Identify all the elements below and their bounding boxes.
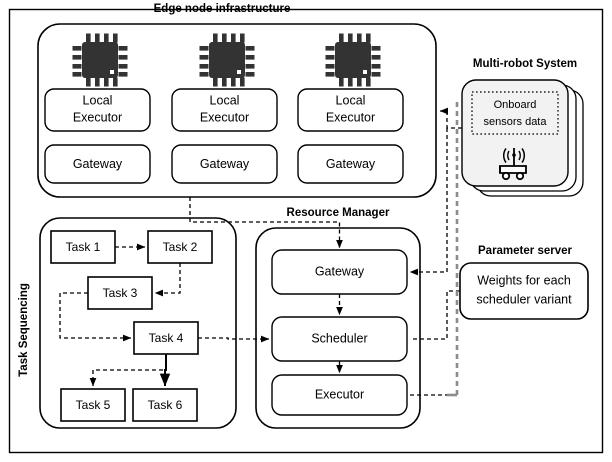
task-sequencing-title: Task Sequencing [18, 283, 30, 377]
task-6-box[interactable] [132, 388, 198, 422]
task-4-label: Task 4 [149, 331, 184, 345]
chip-icon [325, 33, 381, 87]
robot-to-edge [439, 107, 462, 129]
task4-to-task5 [89, 369, 163, 387]
local-executor-label-1: Local [83, 93, 113, 107]
local-executor-box-3[interactable] [297, 88, 404, 132]
task-5-box[interactable] [60, 388, 126, 422]
parameter-server-box[interactable] [459, 262, 589, 320]
parameter-server-label-2: scheduler variant [476, 292, 572, 306]
task-2-label: Task 2 [163, 240, 198, 254]
local-executor-label-2b: Executor [200, 110, 249, 124]
edge-to-rm-gateway [189, 197, 343, 249]
gateway-label-1: Gateway [73, 157, 123, 171]
task3-to-task4 [59, 292, 132, 342]
task4-to-task6 [159, 354, 171, 387]
robot-panel-title: Multi-robot System [473, 58, 577, 70]
rm-executor-label: Executor [315, 387, 364, 401]
local-executor-label-1b: Executor [73, 110, 122, 124]
param-server-to-scheduler [410, 290, 460, 340]
chip-icon [199, 33, 255, 87]
task-3-box[interactable] [87, 276, 153, 310]
robot-card-front[interactable] [461, 79, 569, 187]
rm-executor-box[interactable] [271, 374, 408, 416]
edge-panel-title: Edge node infrastructure [154, 3, 291, 15]
local-executor-label-3: Local [336, 93, 366, 107]
rm-scheduler-label: Scheduler [311, 331, 367, 345]
gateway-label-3: Gateway [326, 157, 376, 171]
task-3-label: Task 3 [103, 286, 138, 300]
task-2-box[interactable] [147, 230, 213, 264]
task-1-label: Task 1 [66, 240, 101, 254]
edge-node-3: Local Executor Gateway [297, 33, 404, 184]
gateway-box-1[interactable] [44, 144, 151, 184]
rm-gateway-label: Gateway [315, 264, 365, 278]
robot-card-stack: Onboard sensors data [461, 79, 584, 197]
local-executor-label-2: Local [210, 93, 240, 107]
resource-manager-title: Resource Manager [287, 207, 390, 219]
task2-to-task3 [154, 263, 181, 297]
edge-node-1: Local Executor Gateway [44, 33, 151, 184]
param-panel-title: Parameter server [478, 245, 573, 257]
rm-gateway-to-robot-bus [409, 128, 448, 276]
local-executor-box-1[interactable] [44, 88, 151, 132]
task-5-label: Task 5 [76, 398, 111, 412]
onboard-sensors-label-1: Onboard [494, 99, 537, 111]
task-4-box[interactable] [133, 321, 199, 355]
edge-node-2: Local Executor Gateway [171, 33, 278, 184]
task-seq-to-scheduler [198, 335, 270, 343]
chip-icon [72, 33, 128, 87]
gateway-label-2: Gateway [200, 157, 250, 171]
onboard-sensors-label-2: sensors data [484, 116, 548, 128]
gateway-box-2[interactable] [171, 144, 278, 184]
gateway-box-3[interactable] [297, 144, 404, 184]
local-executor-box-2[interactable] [171, 88, 278, 132]
local-executor-label-3b: Executor [326, 110, 375, 124]
task-6-label: Task 6 [148, 398, 183, 412]
parameter-server-label-1: Weights for each [477, 273, 571, 287]
task-1-box[interactable] [50, 230, 116, 264]
robot-antenna-icon [499, 148, 527, 181]
